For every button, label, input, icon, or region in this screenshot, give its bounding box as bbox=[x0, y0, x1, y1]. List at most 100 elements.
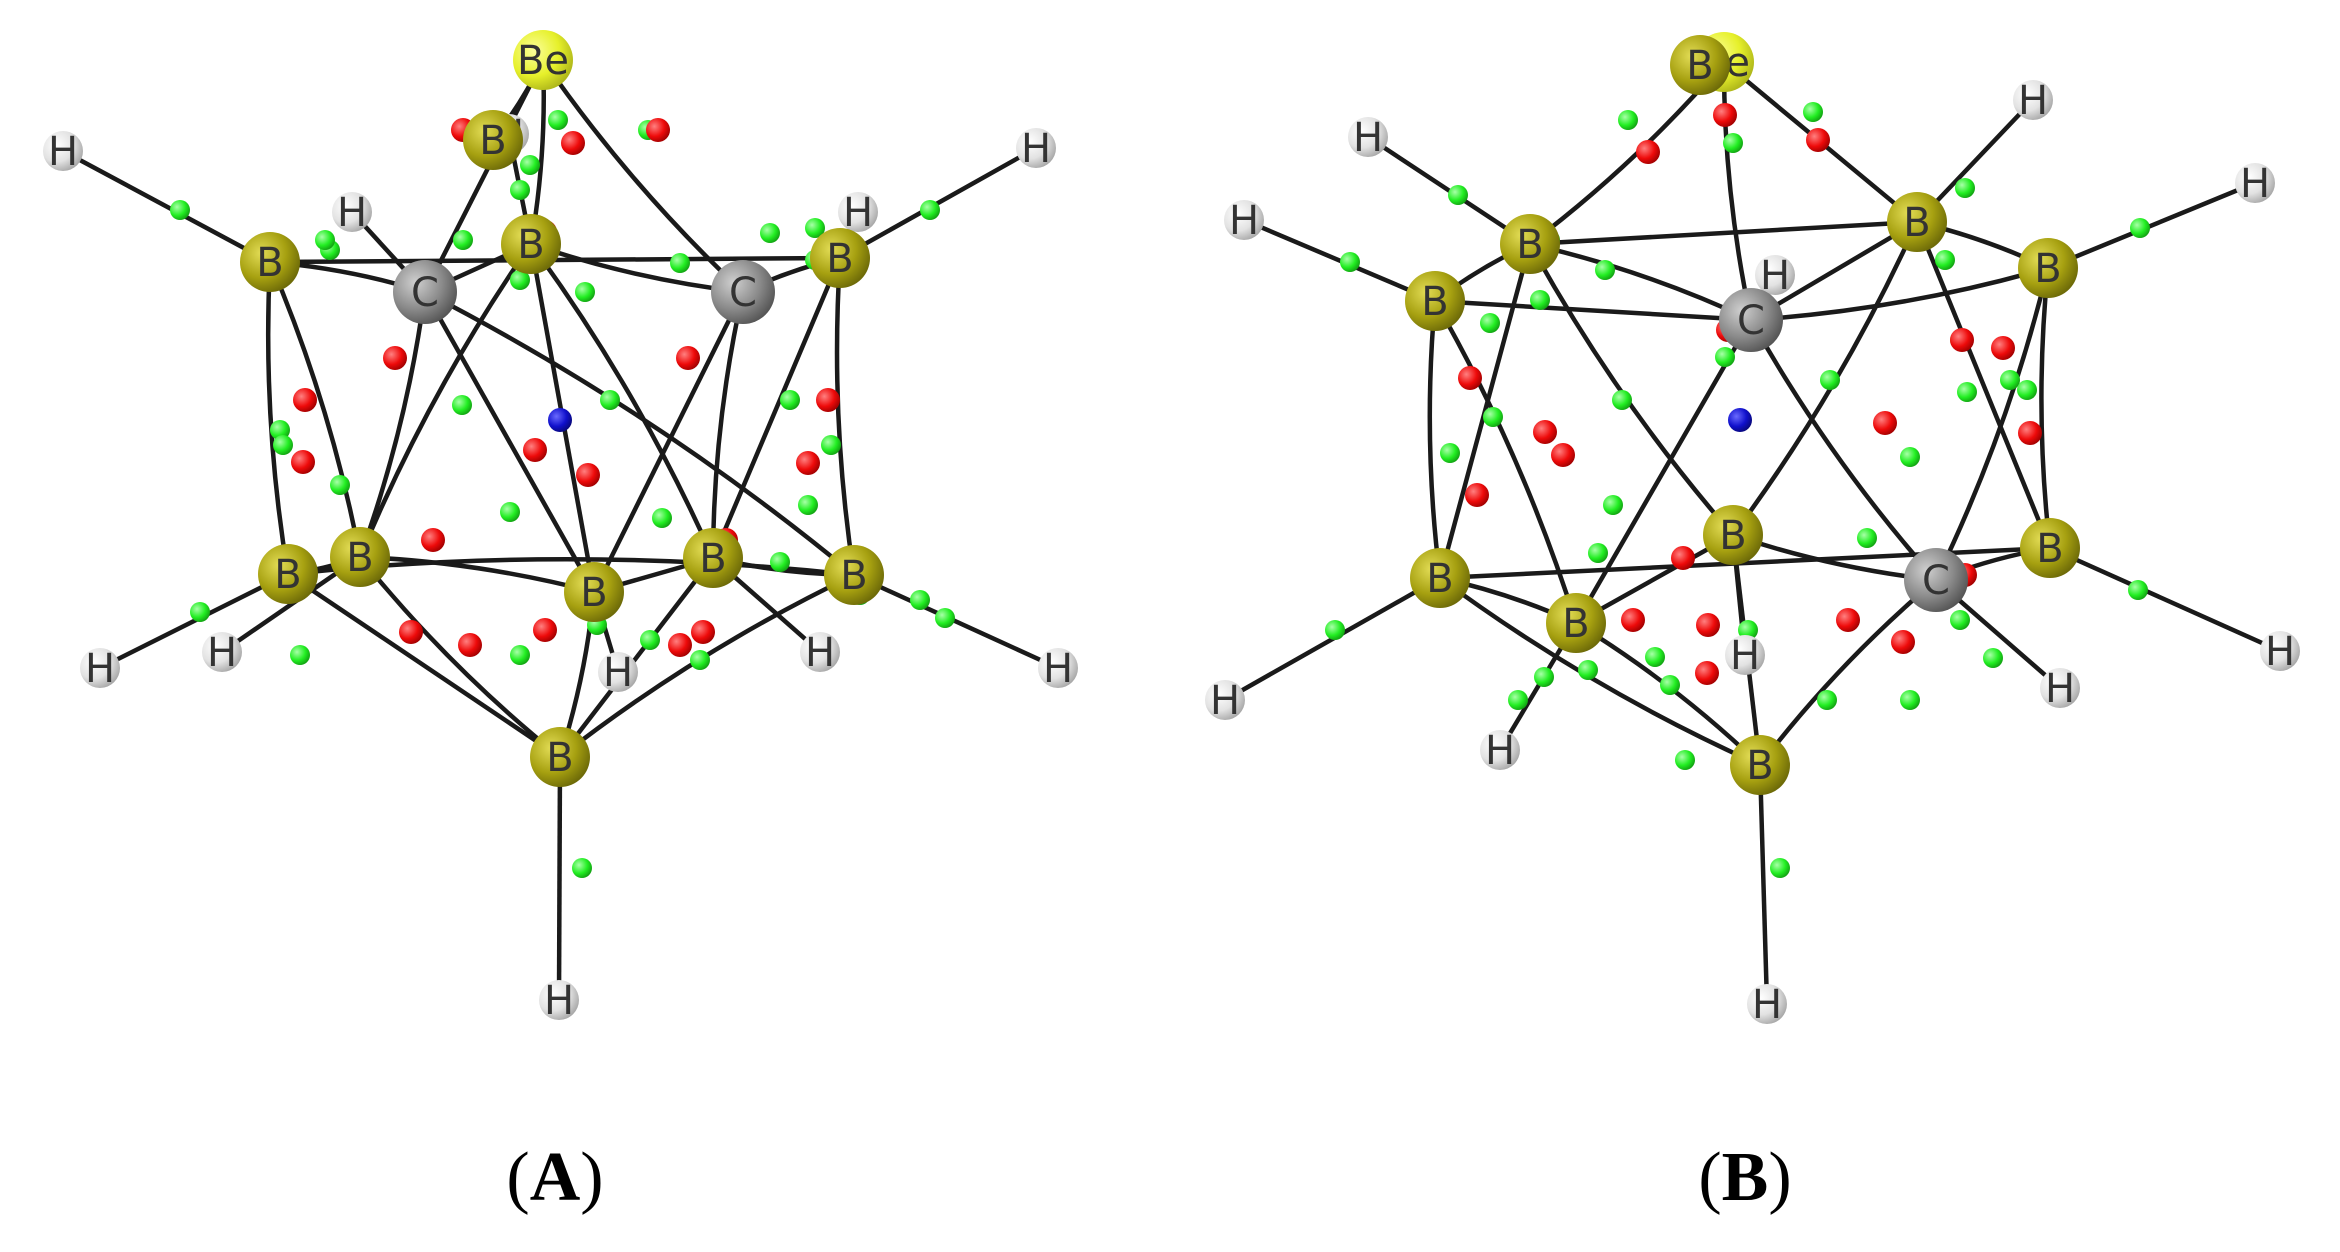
bond-path bbox=[556, 756, 563, 1001]
atom-sphere bbox=[2020, 518, 2080, 578]
bond-critical-point bbox=[640, 630, 660, 650]
atom-h: H bbox=[1038, 646, 1078, 692]
ring-critical-point bbox=[1533, 420, 1557, 444]
bond-path bbox=[541, 58, 745, 294]
atom-label: B bbox=[1421, 279, 1448, 325]
bond-critical-point bbox=[1578, 660, 1598, 680]
ring-critical-point bbox=[523, 438, 547, 462]
bond-critical-point bbox=[1820, 370, 1840, 390]
bond-critical-point bbox=[1480, 313, 1500, 333]
ring-critical-point bbox=[561, 131, 585, 155]
atom-label: H bbox=[2265, 629, 2295, 675]
atom-b: B bbox=[501, 214, 561, 274]
atom-sphere bbox=[683, 528, 743, 588]
atom-label: B bbox=[274, 552, 301, 598]
bond-paths bbox=[61, 58, 1059, 1001]
atom-sphere bbox=[598, 652, 638, 692]
atom-sphere bbox=[530, 727, 590, 787]
bond-critical-point bbox=[1645, 647, 1665, 667]
caption-a: (A) bbox=[506, 1139, 604, 1216]
bond-critical-point bbox=[510, 180, 530, 200]
atom-b: B bbox=[463, 110, 523, 170]
atom-h: H bbox=[1224, 198, 1264, 244]
bond-critical-point bbox=[770, 552, 790, 572]
bond-path bbox=[1749, 318, 1938, 582]
atom-label: B bbox=[580, 570, 607, 616]
bond-critical-point bbox=[1983, 648, 2003, 668]
ring-critical-point bbox=[1458, 366, 1482, 390]
atom-h: H bbox=[539, 978, 579, 1024]
bond-critical-point bbox=[1483, 407, 1503, 427]
bond-critical-point bbox=[1957, 382, 1977, 402]
atom-sphere bbox=[202, 632, 242, 672]
atom-label: H bbox=[48, 129, 78, 175]
bond-critical-point bbox=[1325, 620, 1345, 640]
bond-critical-point bbox=[290, 645, 310, 665]
atom-sphere bbox=[1904, 548, 1968, 612]
ring-critical-point bbox=[1621, 608, 1645, 632]
bond-path bbox=[710, 257, 843, 559]
bond-critical-point bbox=[548, 110, 568, 130]
atom-b: B bbox=[824, 545, 884, 605]
bond-path bbox=[1528, 242, 1735, 537]
atom-label: B bbox=[840, 553, 867, 599]
atom-h: H bbox=[202, 630, 242, 676]
bond-path bbox=[1750, 265, 2049, 323]
atom-label: H bbox=[843, 190, 873, 236]
atom-b: B bbox=[1887, 192, 1947, 252]
atom-c: C bbox=[1904, 548, 1968, 612]
bond-critical-point bbox=[1715, 347, 1735, 367]
atom-label: C bbox=[1922, 558, 1950, 604]
atom-c: C bbox=[393, 260, 457, 324]
bond-path bbox=[423, 290, 596, 594]
atom-h: H bbox=[43, 129, 83, 175]
atom-sphere bbox=[564, 562, 624, 622]
bond-critical-point bbox=[1603, 495, 1623, 515]
atom-label: C bbox=[729, 270, 757, 316]
bond-path bbox=[2049, 545, 2281, 654]
atom-sphere bbox=[800, 632, 840, 672]
ring-critical-point bbox=[533, 618, 557, 642]
atom-sphere bbox=[258, 544, 318, 604]
bond-critical-point bbox=[1738, 620, 1758, 640]
atom-label: H bbox=[1210, 678, 1240, 724]
bond-critical-point bbox=[2130, 218, 2150, 238]
atom-sphere bbox=[393, 260, 457, 324]
ring-critical-point bbox=[383, 346, 407, 370]
atom-h: H bbox=[332, 190, 372, 236]
atom-b: B bbox=[1703, 505, 1763, 565]
atom-b: B bbox=[1500, 214, 1560, 274]
ring-critical-point bbox=[293, 388, 317, 412]
critical-points bbox=[1325, 102, 2150, 878]
bond-path bbox=[710, 291, 746, 559]
atom-label: B bbox=[256, 240, 283, 286]
atoms: BeHHHHHHHHHHHBBBBBBBBBBCC bbox=[43, 30, 1078, 1024]
bond-path bbox=[529, 242, 716, 559]
bond-path bbox=[423, 289, 856, 577]
ring-critical-point bbox=[646, 118, 670, 142]
atom-label: H bbox=[1730, 633, 1760, 679]
ring-critical-point bbox=[1671, 546, 1695, 570]
ring-critical-point bbox=[458, 633, 482, 657]
atom-b: B bbox=[810, 228, 870, 288]
atom-b: B bbox=[683, 528, 743, 588]
atom-label: B bbox=[346, 535, 373, 581]
panel-b-molecule: BeHHHHHHHHHHHBBBBBBBBBBCC bbox=[1205, 32, 2300, 1028]
atom-sphere bbox=[539, 980, 579, 1020]
atom-label: B bbox=[546, 735, 573, 781]
ring-critical-point bbox=[1873, 411, 1897, 435]
atom-be: Be bbox=[513, 30, 573, 90]
atom-sphere bbox=[824, 545, 884, 605]
ring-critical-point bbox=[1465, 483, 1489, 507]
atom-sphere bbox=[240, 232, 300, 292]
atom-b: B bbox=[1670, 35, 1730, 95]
bond-critical-point bbox=[273, 435, 293, 455]
atom-sphere bbox=[463, 110, 523, 170]
atom-sphere bbox=[1719, 288, 1783, 352]
bond-critical-point bbox=[1955, 178, 1975, 198]
bond-critical-point bbox=[572, 858, 592, 878]
atom-sphere bbox=[711, 260, 775, 324]
bond-critical-point bbox=[1508, 690, 1528, 710]
atom-label: C bbox=[411, 270, 439, 316]
bond-critical-point bbox=[1770, 858, 1790, 878]
